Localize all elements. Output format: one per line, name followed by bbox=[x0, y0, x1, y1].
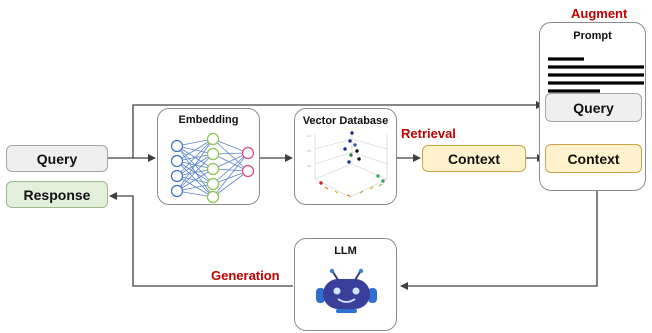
svg-text:1.0: 1.0 bbox=[307, 134, 312, 138]
nn-node bbox=[206, 190, 220, 204]
llm-panel: LLM bbox=[294, 238, 397, 331]
arrow-prompt-to-llm bbox=[400, 190, 598, 290]
query-label: Query bbox=[36, 150, 78, 167]
robot-icon bbox=[316, 268, 377, 313]
nn-node bbox=[206, 177, 220, 191]
nn-node bbox=[170, 184, 184, 198]
prompt-title: Prompt bbox=[573, 30, 612, 42]
prompt-query-label: Query bbox=[573, 99, 614, 116]
nn-node bbox=[170, 169, 184, 183]
embedding-title: Embedding bbox=[178, 114, 239, 126]
response-label: Response bbox=[23, 186, 91, 203]
augment-label: Augment bbox=[571, 6, 628, 21]
svg-text:0.0: 0.0 bbox=[307, 164, 312, 168]
nn-node bbox=[206, 132, 220, 146]
response-box: Response bbox=[6, 181, 108, 208]
arrow-query-to-prompt bbox=[132, 101, 544, 158]
generation-label: Generation bbox=[211, 268, 280, 283]
vector-db-title: Vector Database bbox=[302, 115, 389, 127]
prompt-context-box: Context bbox=[545, 144, 642, 173]
prompt-query-box: Query bbox=[545, 93, 642, 122]
prompt-context-label: Context bbox=[567, 150, 620, 167]
nn-node bbox=[241, 146, 255, 160]
3d-scatter-plot-icon: 1.0 0.5 0.0 bbox=[307, 129, 388, 198]
vector-db-panel: Vector Database 1.0 0.5 0.0 bbox=[294, 108, 397, 205]
context-label: Context bbox=[447, 150, 501, 167]
llm-title: LLM bbox=[334, 245, 357, 257]
svg-text:0.5: 0.5 bbox=[307, 149, 312, 153]
retrieval-label: Retrieval bbox=[401, 126, 456, 141]
query-box: Query bbox=[6, 145, 108, 172]
neural-network-icon bbox=[170, 132, 255, 204]
prompt-panel: Prompt Query Context bbox=[539, 22, 646, 191]
nn-node bbox=[170, 139, 184, 153]
nn-node bbox=[241, 164, 255, 178]
text-lines-icon bbox=[548, 57, 644, 93]
nn-node bbox=[170, 154, 184, 168]
embedding-panel: Embedding bbox=[157, 108, 260, 205]
nn-node bbox=[206, 162, 220, 176]
context-box: Context bbox=[422, 145, 526, 172]
nn-node bbox=[206, 147, 220, 161]
arrow-llm-to-response bbox=[109, 192, 293, 287]
